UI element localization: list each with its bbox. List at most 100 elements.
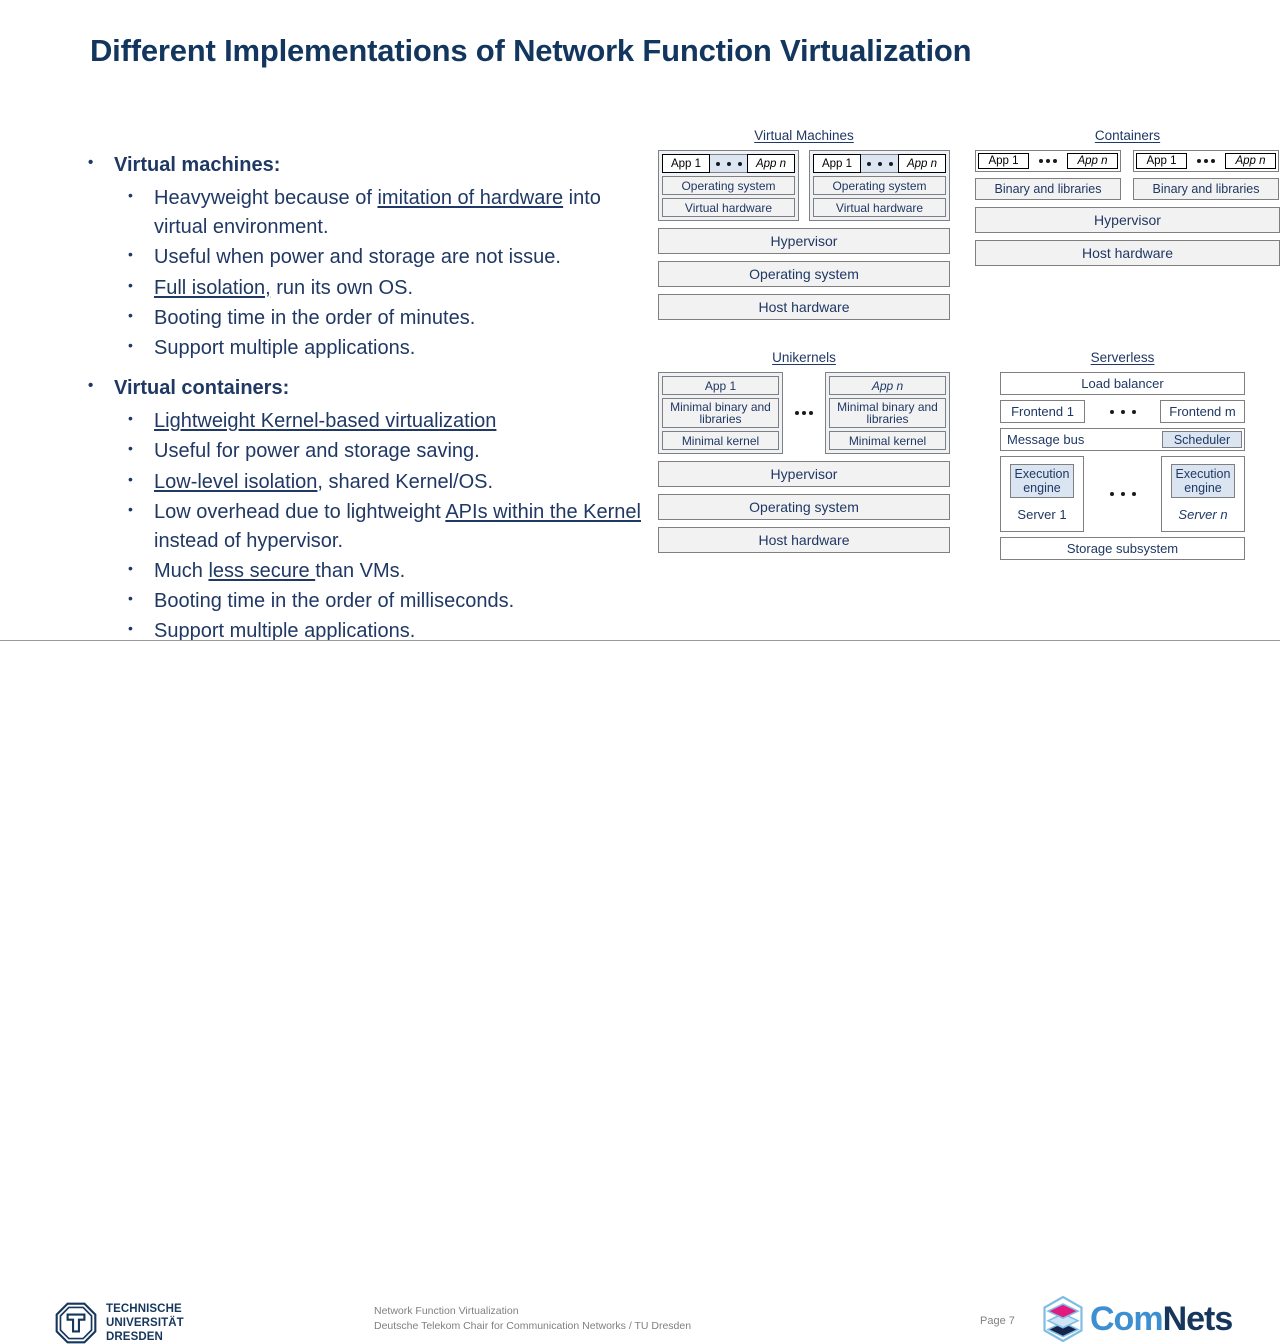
serverless-message-bus-label: Message bus (1007, 432, 1085, 447)
unikernel-base-operating-system: Operating system (658, 494, 950, 520)
bullet-item-label: Useful for power and storage saving. (154, 440, 480, 463)
diagram-title-containers: Containers (1094, 128, 1161, 143)
container-base-hypervisor: Hypervisor (975, 207, 1280, 233)
unikernel-base-hypervisor: Hypervisor (658, 461, 950, 487)
unikernel-stack-2: App n Minimal binary and libraries Minim… (825, 372, 950, 454)
bullet-heading: • Virtual machines: (88, 152, 654, 178)
serverless-server-name: Server n (1178, 507, 1228, 522)
diagram-serverless: Serverless Load balancer Frontend 1 Fron… (1000, 350, 1245, 560)
comnets-stack-icon (1043, 1296, 1083, 1342)
footer-course-info: Network Function Virtualization Deutsche… (374, 1304, 691, 1334)
serverless-execution-engine: Execution engine (1010, 464, 1074, 498)
ellipsis-dots (1085, 400, 1160, 423)
bullet-dot-icon: • (128, 276, 133, 293)
bullet-dot-icon: • (128, 500, 133, 517)
container-binary-libraries-1: Binary and libraries (975, 178, 1121, 200)
bullet-item: •Low-level isolation, shared Kernel/OS. (128, 468, 654, 497)
bullet-dot-icon: • (88, 154, 94, 171)
bullet-list: • Virtual machines: • Heavyweight because o… (88, 152, 654, 659)
vm-app-last: App n (898, 154, 946, 173)
diagram-unikernels: Unikernels App 1 Minimal binary and libr… (658, 350, 950, 553)
ellipsis-dots (1197, 159, 1215, 163)
diagram-area: Virtual Machines App 1 App n Operating s… (650, 128, 1280, 628)
bullet-item-label: Support multiple applications. (154, 620, 416, 643)
bullet-group-1: • Virtual containers: • Lightweight Kernel-… (88, 375, 654, 647)
bullet-dot-icon: • (128, 440, 133, 457)
serverless-server-1: Execution engine Server 1 (1000, 456, 1084, 532)
bullet-item-label: Lightweight Kernel-based virtualization (154, 410, 497, 433)
unikernel-stack-1: App 1 Minimal binary and libraries Minim… (658, 372, 783, 454)
ellipsis-dots (1039, 159, 1057, 163)
serverless-load-balancer: Load balancer (1000, 372, 1245, 395)
ellipsis-dots (1084, 492, 1161, 496)
ellipsis-dots (860, 155, 899, 172)
bullet-dot-icon: • (128, 187, 133, 203)
bullet-dot-icon: • (128, 306, 133, 323)
vm-base-operating-system: Operating system (658, 261, 950, 287)
bullet-item-label: Booting time in the order of minutes. (154, 306, 476, 329)
bullet-item-label: Booting time in the order of millisecond… (154, 590, 515, 613)
unikernel-minimal-binary: Minimal binary and libraries (829, 398, 946, 428)
vm-base-hypervisor: Hypervisor (658, 228, 950, 254)
tud-line-1: TECHNISCHE (106, 1303, 182, 1315)
tu-dresden-octagon-icon (55, 1302, 97, 1344)
container-app-group-2: App 1 App n (1133, 150, 1279, 172)
comnets-word-nets: Nets (1162, 1300, 1234, 1338)
unikernel-minimal-kernel: Minimal kernel (829, 431, 946, 450)
unikernel-app: App 1 (662, 376, 779, 395)
footer-divider (0, 640, 1280, 641)
serverless-message-bus-row: Message bus Scheduler (1000, 428, 1245, 451)
diagram-containers: Containers App 1 App n App 1 App n Binar… (975, 128, 1280, 266)
container-app-group-1: App 1 App n (975, 150, 1121, 172)
bullet-heading-label: Virtual containers: (114, 377, 290, 400)
diagram-virtual-machines: Virtual Machines App 1 App n Operating s… (658, 128, 950, 320)
tud-line-3: DRESDEN (106, 1331, 163, 1344)
bullet-item: • Booting time in the order of minutes. (128, 304, 654, 333)
bullet-item: • Heavyweight because of imitation of har… (128, 184, 654, 242)
tu-dresden-logo: TECHNISCHE UNIVERSITÄT DRESDEN (55, 1302, 184, 1344)
container-app-last: App n (1225, 153, 1276, 169)
vm-stack-1: App 1 App n Operating system Virtual har… (658, 150, 799, 221)
serverless-server-n: Execution engine Server n (1161, 456, 1245, 532)
bullet-item: • Lightweight Kernel-based virtualization (128, 407, 654, 436)
bullet-item: • Useful for power and storage saving. (128, 437, 654, 466)
bullet-item-label: Useful when power and storage are not is… (154, 246, 561, 269)
serverless-frontend-first: Frontend 1 (1000, 400, 1085, 423)
bullet-dot-icon: • (128, 470, 133, 487)
comnets-logo: ComNets (1041, 1296, 1234, 1342)
bullet-heading: • Virtual containers: (88, 375, 654, 401)
container-app-first: App 1 (978, 153, 1029, 169)
bullet-group-0: • Virtual machines: • Heavyweight because o… (88, 152, 654, 363)
page-number: Page 7 (980, 1315, 1015, 1327)
vm-base-host-hardware: Host hardware (658, 294, 950, 320)
bullet-dot-icon: • (128, 246, 133, 263)
container-binary-libraries-2: Binary and libraries (1133, 178, 1279, 200)
vm-layer-os: Operating system (662, 176, 795, 195)
unikernel-app: App n (829, 376, 946, 395)
bullet-item: • Useful when power and storage are not i… (128, 243, 654, 272)
serverless-execution-engine: Execution engine (1171, 464, 1235, 498)
vm-layer-virtual-hardware: Virtual hardware (813, 198, 946, 217)
footer: TECHNISCHE UNIVERSITÄT DRESDEN Network F… (0, 641, 1280, 1344)
serverless-frontend-row: Frontend 1 Frontend m (1000, 400, 1245, 423)
bullet-dot-icon: • (128, 410, 133, 427)
ellipsis-dots (795, 411, 813, 415)
tud-line-2: UNIVERSITÄT (106, 1317, 184, 1330)
footer-course-line-2: Deutsche Telekom Chair for Communication… (374, 1320, 692, 1333)
ellipsis-dots (709, 155, 748, 172)
serverless-server-name: Server 1 (1017, 507, 1067, 522)
container-base-host-hardware: Host hardware (975, 240, 1280, 266)
bullet-item-label: Heavyweight because of imitation of hard… (154, 187, 601, 239)
serverless-scheduler: Scheduler (1162, 431, 1242, 448)
bullet-item: •Full isolation, run its own OS. (128, 274, 654, 303)
bullet-item: •Booting time in the order of millisecon… (128, 587, 654, 616)
bullet-item-label: Support multiple applications. (154, 336, 416, 359)
bullet-heading-label: Virtual machines: (114, 154, 281, 176)
unikernel-minimal-binary: Minimal binary and libraries (662, 398, 779, 428)
bullet-dot-icon: • (128, 560, 133, 577)
serverless-server-row: Execution engine Server 1 Execution engi… (1000, 456, 1245, 532)
comnets-word-com: Com (1090, 1300, 1164, 1338)
bullet-dot-icon: • (88, 377, 94, 395)
vm-layer-os: Operating system (813, 176, 946, 195)
container-app-last: App n (1067, 153, 1118, 169)
